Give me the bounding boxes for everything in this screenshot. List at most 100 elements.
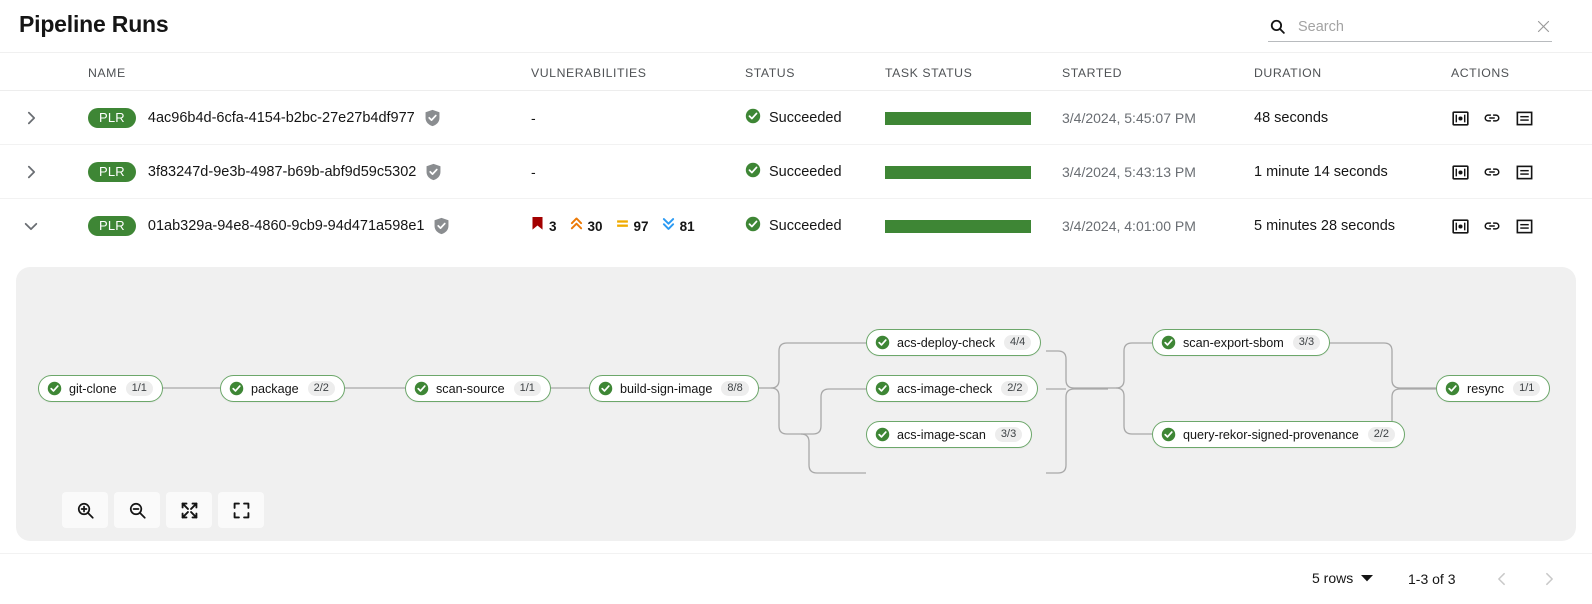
pagination-previous-button[interactable] [1489, 567, 1513, 591]
pipeline-node-resync[interactable]: resync 1/1 [1436, 375, 1551, 402]
vulnerabilities-cell: - [531, 91, 536, 145]
column-header-duration[interactable]: DURATION [1254, 66, 1322, 80]
started-cell: 3/4/2024, 5:45:07 PM [1062, 91, 1196, 145]
task-progress-bar [885, 111, 1031, 125]
status-label: Succeeded [769, 110, 842, 126]
run-name-link[interactable]: 01ab329a-94e8-4860-9cb9-94d471a598e1 [147, 218, 425, 234]
status-label: Succeeded [769, 218, 842, 234]
pipeline-runs-table: NAME VULNERABILITIES STATUS TASK STATUS … [0, 52, 1592, 253]
table-row: PLR 3f83247d-9e3b-4987-b69b-abf9d59c5302… [0, 145, 1592, 199]
column-header-name[interactable]: NAME [88, 66, 126, 80]
pipeline-node-acs-deploy-check[interactable]: acs-deploy-check 4/4 [866, 329, 1042, 356]
duration-label: 5 minutes 28 seconds [1254, 218, 1396, 234]
search-input[interactable] [1298, 14, 1528, 39]
signed-shield-icon [424, 109, 441, 127]
table-row: PLR 4ac96b4d-6cfa-4154-b2bc-27e27b4df977… [0, 91, 1592, 145]
link-icon[interactable] [1483, 109, 1501, 127]
node-success-icon [229, 381, 244, 396]
run-type-badge: PLR [88, 162, 136, 182]
zoom-out-icon[interactable] [114, 492, 160, 528]
log-icon[interactable] [1515, 217, 1533, 235]
column-header-actions: ACTIONS [1451, 66, 1510, 80]
screen-icon[interactable] [1451, 109, 1469, 127]
pipeline-node-acs-image-check[interactable]: acs-image-check 2/2 [866, 375, 1039, 402]
row-expand-toggle[interactable] [18, 145, 44, 199]
rows-per-page-select[interactable]: 5 rows [1312, 569, 1374, 587]
pagination-next-button[interactable] [1537, 567, 1561, 591]
node-task-count: 1/1 [1513, 381, 1541, 396]
vulnerabilities-cell: - [531, 145, 536, 199]
pipeline-node-git-clone[interactable]: git-clone 1/1 [38, 375, 163, 402]
log-icon[interactable] [1515, 163, 1533, 181]
node-label: resync [1467, 381, 1505, 396]
pipeline-node-scan-export-sbom[interactable]: scan-export-sbom 3/3 [1152, 329, 1331, 356]
vulnerability-important: 30 [570, 216, 603, 236]
column-header-vulnerabilities[interactable]: VULNERABILITIES [531, 66, 647, 80]
node-task-count: 1/1 [513, 381, 541, 396]
duration-cell: 5 minutes 28 seconds [1254, 199, 1395, 253]
fit-to-screen-icon[interactable] [166, 492, 212, 528]
node-success-icon [875, 381, 890, 396]
vulnerability-low: 81 [662, 216, 695, 236]
node-success-icon [47, 381, 62, 396]
table-footer: 5 rows 1-3 of 3 [0, 553, 1592, 604]
column-header-status[interactable]: STATUS [745, 66, 795, 80]
actions-cell [1451, 91, 1533, 145]
pipeline-node-build-sign-image[interactable]: build-sign-image 8/8 [589, 375, 759, 402]
node-label: scan-export-sbom [1183, 335, 1284, 350]
log-icon[interactable] [1515, 109, 1533, 127]
rows-per-page-label: 5 rows [1312, 570, 1354, 586]
screen-icon[interactable] [1451, 217, 1469, 235]
started-cell: 3/4/2024, 4:01:00 PM [1062, 199, 1196, 253]
node-success-icon [875, 427, 890, 442]
started-timestamp: 3/4/2024, 5:45:07 PM [1062, 110, 1196, 126]
fullscreen-icon[interactable] [218, 492, 264, 528]
task-status-cell [885, 91, 1031, 145]
status-success-icon [745, 216, 761, 237]
node-task-count: 2/2 [307, 381, 335, 396]
search-icon [1268, 18, 1286, 36]
severity-low-icon [662, 216, 675, 236]
vulnerability-low-count: 81 [679, 218, 695, 234]
pipeline-node-acs-image-scan[interactable]: acs-image-scan 3/3 [866, 421, 1033, 448]
status-cell: Succeeded [745, 145, 842, 199]
node-label: acs-deploy-check [897, 335, 995, 350]
column-header-task-status[interactable]: TASK STATUS [885, 66, 973, 80]
task-progress-bar [885, 219, 1031, 233]
node-task-count: 1/1 [125, 381, 153, 396]
started-timestamp: 3/4/2024, 4:01:00 PM [1062, 218, 1196, 234]
search-box[interactable] [1268, 12, 1552, 42]
duration-label: 48 seconds [1254, 110, 1329, 126]
node-label: scan-source [436, 381, 505, 396]
table-row: PLR 01ab329a-94e8-4860-9cb9-94d471a598e1… [0, 199, 1592, 253]
vulnerabilities-cell: 3 30 97 81 [531, 199, 708, 253]
run-name-link[interactable]: 4ac96b4d-6cfa-4154-b2bc-27e27b4df977 [147, 110, 415, 126]
run-name-link[interactable]: 3f83247d-9e3b-4987-b69b-abf9d59c5302 [147, 164, 417, 180]
pipeline-node-scan-source[interactable]: scan-source 1/1 [405, 375, 551, 402]
link-icon[interactable] [1483, 163, 1501, 181]
pipeline-node-query-rekor-signed-provenance[interactable]: query-rekor-signed-provenance 2/2 [1152, 421, 1406, 448]
pagination-range: 1-3 of 3 [1408, 571, 1456, 587]
severity-important-icon [570, 216, 583, 236]
signed-shield-icon [433, 217, 450, 235]
run-type-badge: PLR [88, 216, 136, 236]
vulnerabilities-empty: - [531, 110, 536, 126]
node-task-count: 3/3 [1292, 335, 1321, 350]
column-header-started[interactable]: STARTED [1062, 66, 1123, 80]
link-icon[interactable] [1483, 217, 1501, 235]
screen-icon[interactable] [1451, 163, 1469, 181]
node-task-count: 2/2 [1367, 427, 1396, 442]
row-collapse-toggle[interactable] [18, 199, 44, 253]
page-header: Pipeline Runs [0, 0, 1592, 52]
row-expand-toggle[interactable] [18, 91, 44, 145]
node-task-count: 3/3 [994, 427, 1023, 442]
clear-search-icon[interactable] [1534, 18, 1552, 36]
vulnerabilities-empty: - [531, 164, 536, 180]
vulnerability-important-count: 30 [587, 218, 603, 234]
node-success-icon [1161, 427, 1176, 442]
zoom-in-icon[interactable] [62, 492, 108, 528]
pipeline-node-package[interactable]: package 2/2 [220, 375, 345, 402]
status-success-icon [745, 108, 761, 129]
node-task-count: 4/4 [1004, 335, 1032, 350]
